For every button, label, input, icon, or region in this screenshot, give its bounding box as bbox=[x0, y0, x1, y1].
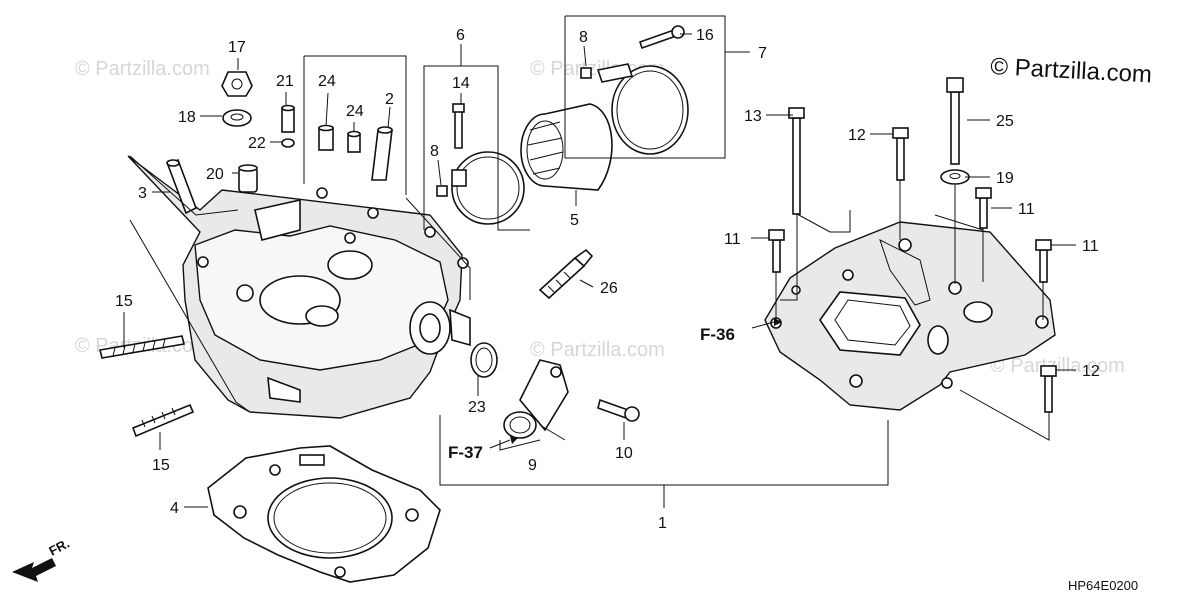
callout-5: 5 bbox=[570, 212, 579, 229]
leader-lines bbox=[123, 15, 1076, 508]
washer-18 bbox=[222, 109, 252, 127]
dowel-24b bbox=[347, 130, 361, 153]
callout-24-left: 24 bbox=[318, 73, 336, 90]
water-joint-9 bbox=[503, 359, 569, 439]
watermark-mid-center: © Partzilla.com bbox=[530, 339, 665, 361]
stud-bolt-lower bbox=[131, 403, 195, 438]
diagram-code: HP64E0200 bbox=[1068, 578, 1138, 593]
screw-14 bbox=[452, 103, 465, 149]
dowel-24a bbox=[318, 124, 334, 151]
callout-15-upper: 15 bbox=[115, 293, 133, 310]
cylinder-head bbox=[127, 155, 471, 419]
dowel-20 bbox=[238, 164, 258, 193]
callout-26: 26 bbox=[600, 280, 618, 297]
watermark-main: © Partzilla.com bbox=[990, 53, 1153, 88]
callout-25: 25 bbox=[996, 113, 1014, 130]
callout-9: 9 bbox=[528, 457, 537, 474]
watermark-mid-right: © Partzilla.com bbox=[990, 355, 1125, 377]
callout-7: 7 bbox=[758, 45, 767, 62]
callout-2: 2 bbox=[385, 91, 394, 108]
callout-13: 13 bbox=[744, 108, 762, 125]
callout-labels: 1 2 3 4 5 6 7 8 8 9 10 11 11 11 12 12 13… bbox=[115, 27, 1100, 532]
spark-plug bbox=[538, 248, 594, 300]
cap-nut-17 bbox=[221, 71, 253, 97]
callout-18: 18 bbox=[178, 109, 196, 126]
cylinder-head-cover bbox=[764, 221, 1056, 411]
o-ring-23 bbox=[470, 342, 498, 378]
callout-23: 23 bbox=[468, 399, 486, 416]
bolt-12-upper bbox=[892, 127, 909, 181]
reference-f36[interactable]: F-36 bbox=[700, 325, 735, 344]
bolt-11-right-b bbox=[1035, 239, 1052, 283]
callout-14: 14 bbox=[452, 75, 470, 92]
stud-bolt-upper bbox=[99, 335, 185, 359]
bolt-11-left bbox=[768, 229, 785, 273]
callout-4: 4 bbox=[170, 500, 179, 517]
callout-3: 3 bbox=[138, 185, 147, 202]
callout-20: 20 bbox=[206, 166, 224, 183]
callout-17: 17 bbox=[228, 39, 246, 56]
bolt-12-lower bbox=[1040, 365, 1057, 413]
nut-8-right bbox=[580, 67, 592, 79]
bolt-10 bbox=[597, 398, 640, 422]
callout-11-right-a: 11 bbox=[1018, 201, 1035, 218]
valve-guide-2 bbox=[371, 126, 393, 181]
callout-6: 6 bbox=[456, 27, 465, 44]
callout-24-right: 24 bbox=[346, 103, 364, 120]
callout-16: 16 bbox=[696, 27, 714, 44]
washer-19 bbox=[940, 169, 970, 185]
o-ring-22 bbox=[281, 138, 295, 148]
callout-15-lower: 15 bbox=[152, 457, 170, 474]
bolt-13 bbox=[788, 107, 805, 215]
insulator-5 bbox=[520, 103, 613, 191]
nut-8-left bbox=[436, 185, 448, 197]
callout-8-right: 8 bbox=[579, 29, 588, 46]
callout-10: 10 bbox=[615, 445, 633, 462]
callout-8-left: 8 bbox=[430, 143, 439, 160]
dowel-21 bbox=[281, 104, 295, 133]
callout-19: 19 bbox=[996, 170, 1014, 187]
bolt-11-right-a bbox=[975, 187, 992, 229]
reference-f37[interactable]: F-37 bbox=[448, 443, 483, 462]
bolt-25 bbox=[946, 77, 964, 165]
cylinder-gasket bbox=[207, 445, 441, 583]
callout-11-left: 11 bbox=[724, 231, 741, 248]
valve-guide-3 bbox=[166, 158, 198, 215]
callout-11-right-b: 11 bbox=[1082, 238, 1099, 255]
callout-12-lower: 12 bbox=[1082, 363, 1100, 380]
front-label: FR. bbox=[46, 536, 72, 559]
screw-16 bbox=[638, 25, 685, 50]
front-arrow-icon: FR. bbox=[12, 536, 72, 582]
callout-22: 22 bbox=[248, 135, 266, 152]
callout-12-upper: 12 bbox=[848, 127, 866, 144]
intake-band-clamp bbox=[451, 151, 525, 225]
band-clamp-7 bbox=[596, 63, 689, 155]
callout-1: 1 bbox=[658, 515, 667, 532]
callout-21: 21 bbox=[276, 73, 294, 90]
watermark-top-left: © Partzilla.com bbox=[75, 58, 210, 80]
